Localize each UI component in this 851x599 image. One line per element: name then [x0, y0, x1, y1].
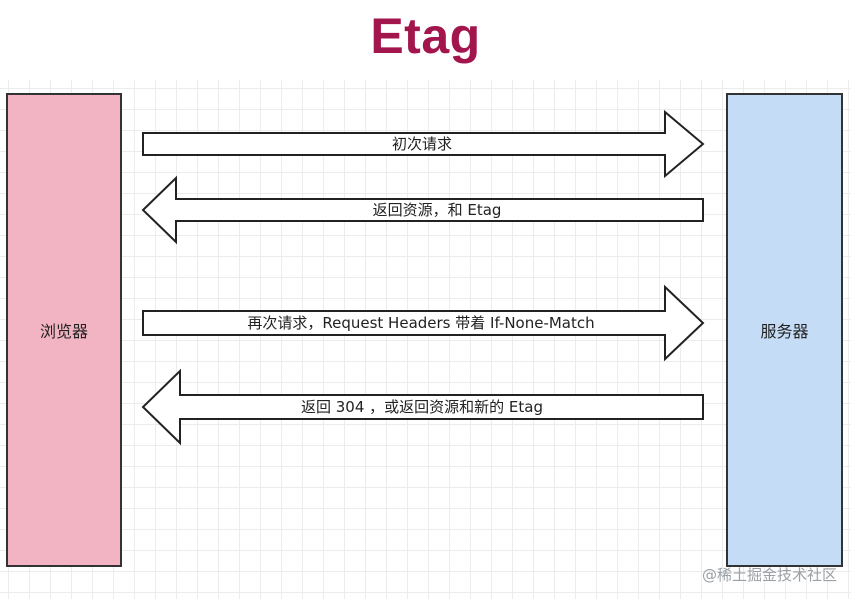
watermark: @稀土掘金技术社区 — [701, 566, 837, 584]
arrow-response-2 — [141, 368, 704, 446]
arrow-request-1 — [142, 109, 705, 179]
browser-box: 浏览器 — [6, 93, 122, 567]
message-label: 初次请求 — [391, 135, 453, 153]
arrow-request-2 — [142, 284, 705, 362]
message-label: 返回 304 ，或返回资源和新的 Etag — [300, 398, 544, 416]
server-box: 服务器 — [726, 93, 843, 567]
server-label: 服务器 — [760, 322, 809, 341]
browser-label: 浏览器 — [39, 322, 88, 341]
arrow-response-1 — [141, 175, 704, 245]
grid-background — [0, 80, 851, 599]
diagram-title: Etag — [370, 8, 481, 64]
message-label: 返回资源，和 Etag — [372, 201, 502, 219]
message-label: 再次请求，Request Headers 带着 If-None-Match — [247, 314, 595, 332]
